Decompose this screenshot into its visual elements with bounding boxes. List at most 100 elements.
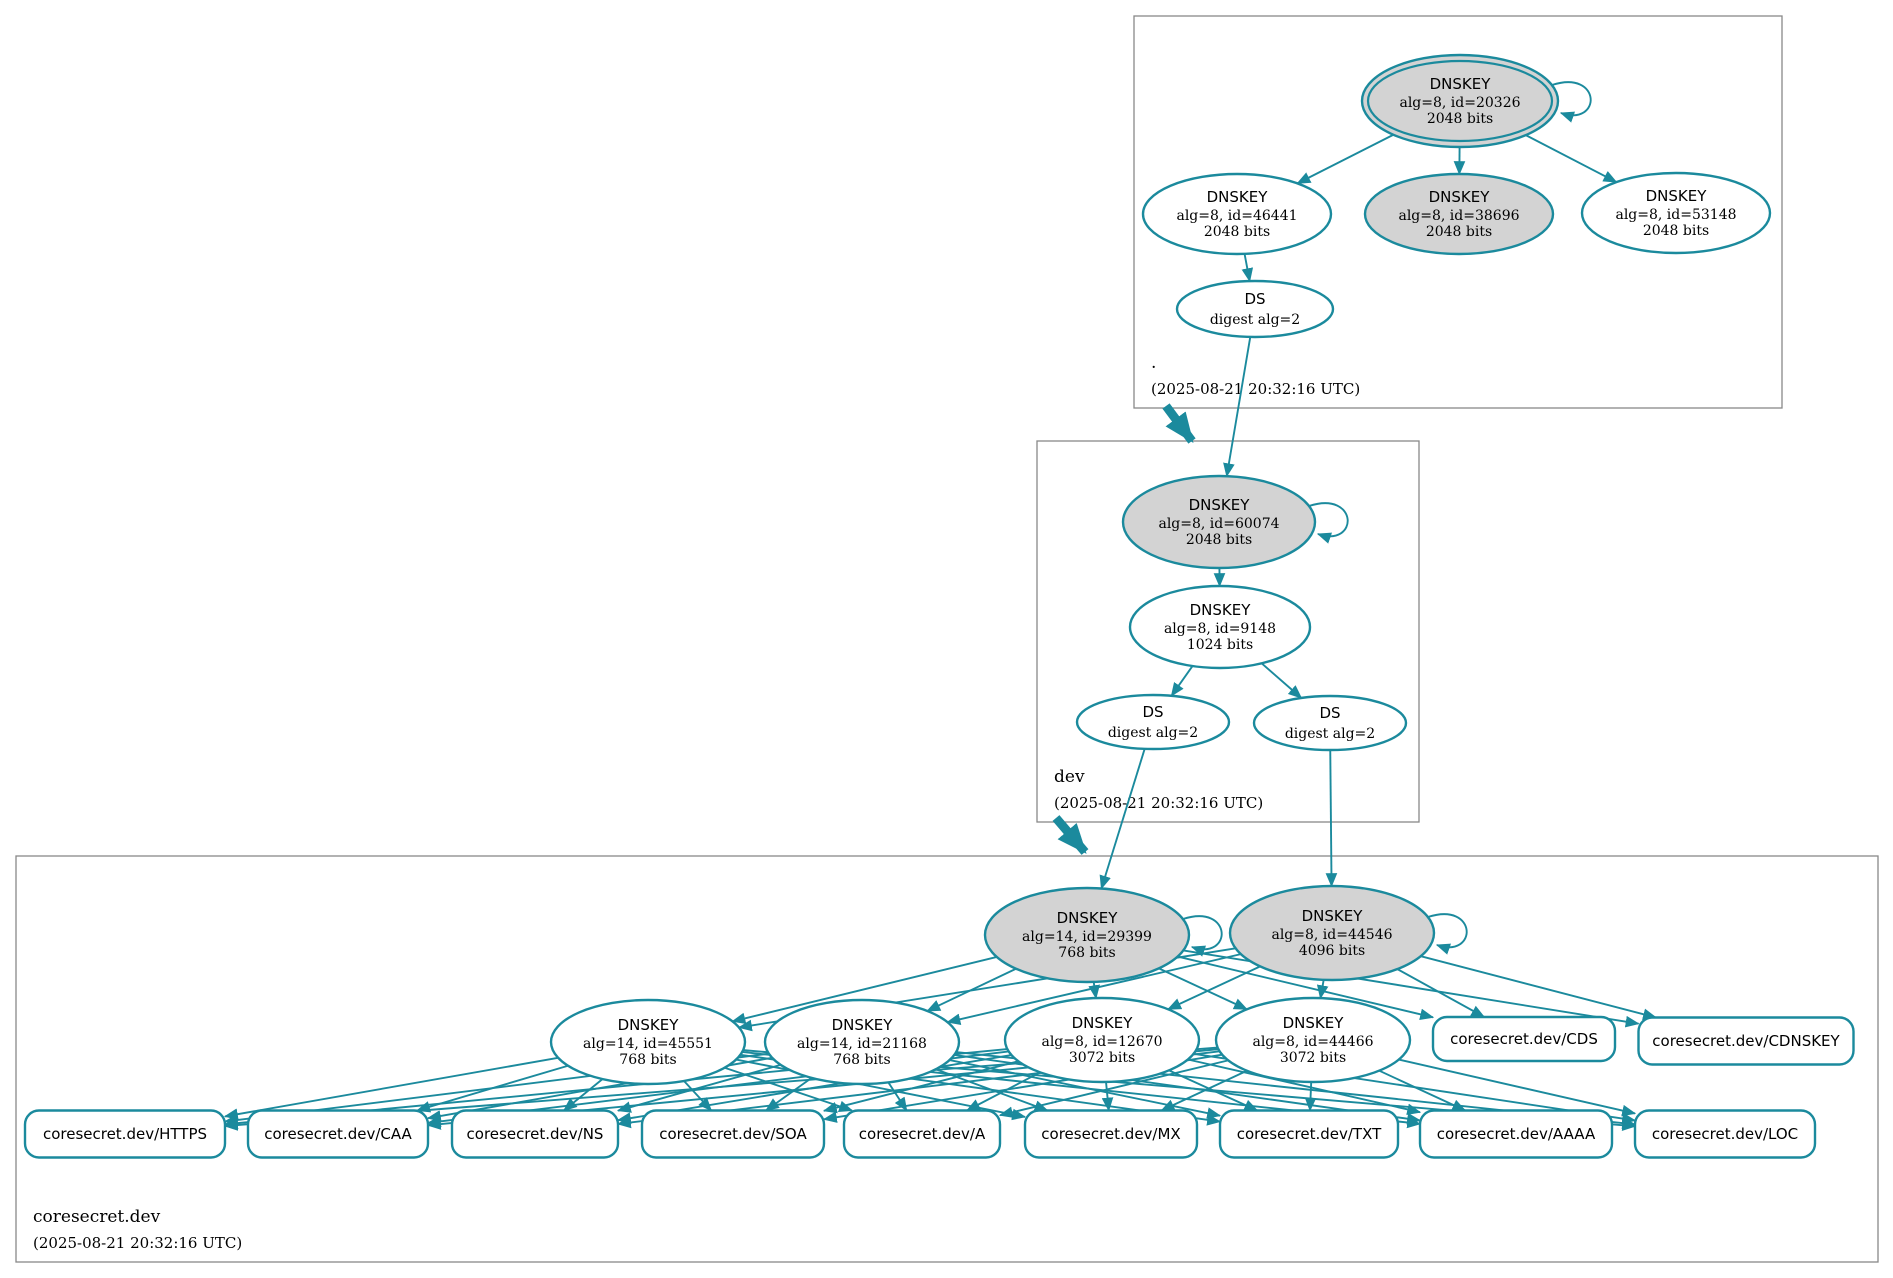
dnskey-44546-shape[interactable] — [1228, 884, 1436, 982]
ds-dev-1-shape[interactable] — [1075, 693, 1231, 751]
rrset-loc-shape[interactable] — [1633, 1109, 1817, 1159]
rrset-soa[interactable]: coresecret.dev/SOA — [640, 1109, 826, 1159]
rrset-caa-shape[interactable] — [246, 1109, 430, 1159]
dnskey-21168-shape[interactable] — [763, 998, 961, 1086]
rrset-https-shape[interactable] — [23, 1109, 227, 1159]
rrset-https[interactable]: coresecret.dev/HTTPS — [23, 1109, 227, 1159]
ds-dev-2-label-1: digest alg=2 — [1285, 726, 1375, 742]
self-sign-loop-dnskey-20326 — [1551, 81, 1592, 123]
rrset-txt-shape[interactable] — [1218, 1109, 1400, 1159]
rrset-mx-label-0: coresecret.dev/MX — [1041, 1125, 1180, 1143]
zone-dev: dev (2025-08-21 20:32:16 UTC) — [1036, 440, 1420, 823]
dnskey-29399-label-1: alg=14, id=29399 — [1022, 929, 1152, 945]
dnskey-44466-shape[interactable] — [1214, 996, 1412, 1084]
rrset-cds-label-0: coresecret.dev/CDS — [1450, 1030, 1598, 1048]
rrset-aaaa-label-0: coresecret.dev/AAAA — [1437, 1125, 1596, 1143]
dnskey-44546-label-0: DNSKEY — [1302, 907, 1364, 925]
self-sign-loop-dnskey-44546 — [1427, 913, 1468, 955]
rrset-caa[interactable]: coresecret.dev/CAA — [246, 1109, 430, 1159]
edge-dnskey-44466-to-rrset-mx — [1160, 1069, 1248, 1112]
dnskey-29399-shape[interactable] — [983, 886, 1191, 984]
zone-label-coresecret-dev: coresecret.dev — [33, 1207, 161, 1227]
rrset-cdnskey-shape[interactable] — [1637, 1016, 1855, 1066]
dnskey-20326-label-2: 2048 bits — [1427, 111, 1493, 127]
rrset-cds[interactable]: coresecret.dev/CDS — [1431, 1015, 1617, 1063]
rrset-ns-label-0: coresecret.dev/NS — [467, 1125, 604, 1143]
ds-root[interactable]: DS digest alg=2 — [1175, 279, 1335, 339]
rrset-aaaa-shape[interactable] — [1418, 1109, 1614, 1159]
rrset-cdnskey[interactable]: coresecret.dev/CDNSKEY — [1637, 1016, 1855, 1066]
edge-dnskey-12670-to-rrset-mx — [1101, 1081, 1114, 1112]
rrset-soa-shape[interactable] — [640, 1109, 826, 1159]
rrset-txt[interactable]: coresecret.dev/TXT — [1218, 1109, 1400, 1159]
dnskey-45551-shape[interactable] — [549, 998, 747, 1086]
ds-dev-2-shape[interactable] — [1252, 694, 1408, 752]
edge-dnskey-44546-to-dnskey-44466 — [1316, 979, 1329, 1000]
rrset-mx[interactable]: coresecret.dev/MX — [1023, 1109, 1199, 1159]
dnskey-20326-shape[interactable] — [1360, 53, 1560, 149]
dnskey-44466-label-2: 3072 bits — [1280, 1050, 1346, 1066]
dnskey-60074-shape[interactable] — [1121, 474, 1317, 570]
rrset-txt-label-0: coresecret.dev/TXT — [1237, 1125, 1382, 1143]
rrset-a-label-0: coresecret.dev/A — [859, 1125, 986, 1143]
dnskey-21168-label-0: DNSKEY — [832, 1016, 894, 1034]
dnskey-45551-label-1: alg=14, id=45551 — [583, 1036, 713, 1052]
zone-box-root — [1133, 15, 1783, 409]
dnskey-9148-label-0: DNSKEY — [1190, 601, 1252, 619]
rrset-a[interactable]: coresecret.dev/A — [842, 1109, 1002, 1159]
zone-label-root: . — [1151, 353, 1156, 373]
edge-dnskey-12670-to-rrset-a — [965, 1071, 1041, 1112]
dnskey-38696-shape[interactable] — [1363, 172, 1555, 256]
edge-dnskey-44546-to-dnskey-12670 — [1167, 965, 1261, 1011]
rrset-loc[interactable]: coresecret.dev/LOC — [1633, 1109, 1817, 1159]
rrset-a-shape[interactable] — [842, 1109, 1002, 1159]
dnskey-9148-shape[interactable] — [1128, 584, 1312, 670]
dnskey-20326-inner-ring — [1366, 59, 1554, 143]
self-sign-loop-dnskey-29399 — [1182, 915, 1223, 957]
dnskey-46441-label-1: alg=8, id=46441 — [1176, 208, 1297, 224]
ds-root-label-1: digest alg=2 — [1210, 312, 1300, 328]
edge-ds-dev-2-to-dnskey-44546 — [1325, 749, 1338, 888]
edge-dnskey-29399-to-dnskey-45551 — [731, 956, 998, 1025]
ds-root-shape[interactable] — [1175, 279, 1335, 339]
edge-dnskey-29399-to-dnskey-12670 — [1088, 981, 1100, 1000]
dnskey-38696-label-0: DNSKEY — [1429, 188, 1491, 206]
zone-box-dev — [1036, 440, 1420, 823]
dnskey-38696-label-1: alg=8, id=38696 — [1398, 208, 1519, 224]
dnskey-60074-label-1: alg=8, id=60074 — [1158, 516, 1279, 532]
edge-dnskey-46441-to-ds-root — [1241, 253, 1254, 283]
dnskey-53148-shape[interactable] — [1580, 171, 1772, 255]
dnskey-12670-label-2: 3072 bits — [1069, 1050, 1135, 1066]
rrset-cds-shape[interactable] — [1431, 1015, 1617, 1063]
dnskey-46441-shape[interactable] — [1141, 172, 1333, 256]
zone-timestamp-dev: (2025-08-21 20:32:16 UTC) — [1054, 794, 1263, 812]
zone-label-dev: dev — [1054, 767, 1085, 787]
rrset-ns[interactable]: coresecret.dev/NS — [450, 1109, 620, 1159]
dnskey-12670-shape[interactable] — [1003, 996, 1201, 1084]
rrset-aaaa[interactable]: coresecret.dev/AAAA — [1418, 1109, 1614, 1159]
edge-dnskey-21168-to-rrset-mx — [935, 1068, 1049, 1112]
edge-dnskey-29399-to-dnskey-44466 — [1158, 967, 1248, 1011]
ds-root-label-0: DS — [1244, 290, 1265, 308]
dnskey-29399-label-0: DNSKEY — [1057, 909, 1119, 927]
rrset-soa-label-0: coresecret.dev/SOA — [659, 1125, 807, 1143]
rrset-mx-shape[interactable] — [1023, 1109, 1199, 1159]
dnskey-60074-label-2: 2048 bits — [1186, 532, 1252, 548]
rrset-ns-shape[interactable] — [450, 1109, 620, 1159]
dnskey-29399-label-2: 768 bits — [1058, 945, 1115, 961]
zone-root: .(2025-08-21 20:32:16 UTC) — [1133, 15, 1783, 409]
